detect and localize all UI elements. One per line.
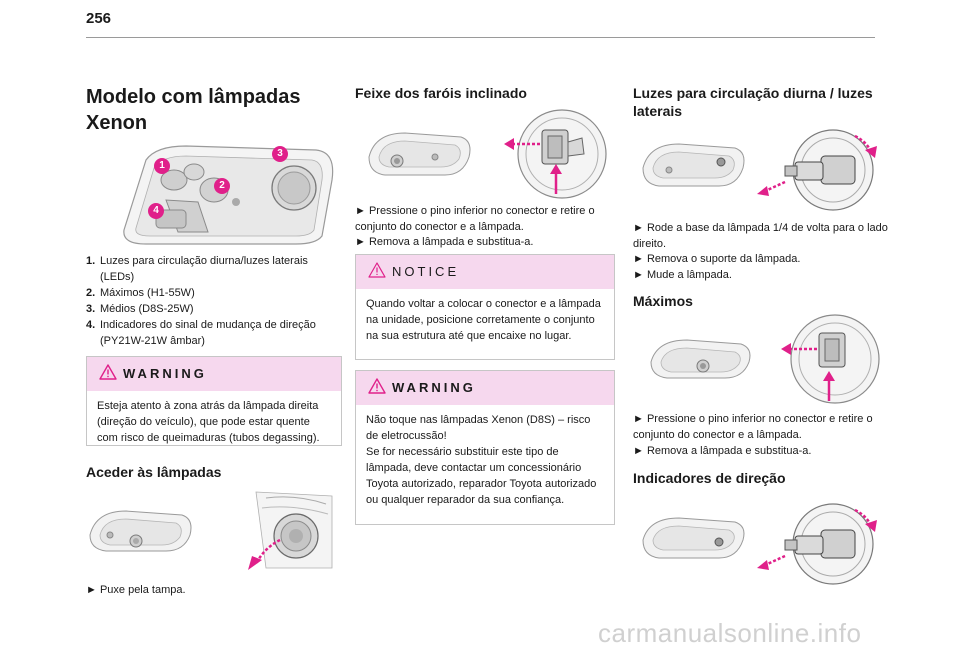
cover-removal-illustration: [248, 491, 333, 570]
list-text: Máximos (H1-55W): [100, 287, 195, 299]
list-text: Luzes para circulação diurna/luzes later…: [100, 255, 308, 283]
list-item: 1. Luzes para circulação diurna/luzes lat…: [86, 253, 342, 285]
notice-text: Quando voltar a colocar o conector e a l…: [366, 298, 601, 342]
list-text: Médios (D8S-25W): [100, 303, 194, 315]
warning-label: WARNING: [123, 366, 207, 381]
headlamp-indicator-illustration: [642, 517, 745, 559]
tilted-beam-title: Feixe dos faróis inclinado: [355, 85, 527, 101]
warning-label: WARNING: [392, 380, 476, 395]
list-number: 4.: [86, 319, 96, 331]
headlamp-high-illustration: [650, 339, 751, 379]
list-number: 2.: [86, 287, 96, 299]
notice-triangle-icon: [368, 262, 386, 278]
title-line-2: Xenon: [86, 112, 148, 134]
watermark-text[interactable]: carmanualsonline.info: [598, 618, 862, 648]
drl-step-3: ► Mude a lâmpada.: [633, 269, 732, 281]
warning-triangle-icon: [368, 378, 386, 394]
warning-box-heat: WARNING Esteja atento à zona atrás da lâ…: [86, 356, 342, 446]
tilted-beam-step-2: ► Remova a lâmpada e substitua-a.: [355, 236, 534, 248]
list-text: Indicadores do sinal de mudança de direç…: [100, 319, 316, 347]
list-item: 2. Máximos (H1-55W): [86, 285, 342, 301]
tilted-beam-step-1: ► Pressione o pino inferior no conector …: [355, 205, 595, 233]
list-number: 3.: [86, 303, 96, 315]
drl-title-line-1: Luzes para circulação diurna / luzes: [633, 85, 873, 101]
warning-text-line-2: Se for necessário substituir este tipo d…: [366, 446, 597, 506]
indicator-bulb-removal-illustration: [757, 503, 877, 585]
list-number: 1.: [86, 255, 96, 267]
list-item: 4. Indicadores do sinal de mudança de dir…: [86, 317, 342, 349]
drl-bulb-removal-illustration: [757, 129, 877, 211]
drl-step-2: ► Remova o suporte da lâmpada.: [633, 253, 801, 265]
drl-title: Luzes para circulação diurna / luzes lat…: [633, 84, 873, 120]
warning-header: WARNING: [87, 357, 341, 391]
notice-header: NOTICE: [356, 255, 614, 289]
list-item: 3. Médios (D8S-25W): [86, 301, 342, 317]
high-beam-step-1: ► Pressione o pino inferior no conector …: [633, 413, 873, 441]
indicator-title: Indicadores de direção: [633, 470, 786, 486]
warning-text-line-1: Não toque nas lâmpadas Xenon (D8S) – ris…: [366, 414, 591, 442]
page-number: 256: [86, 10, 112, 27]
notice-label: NOTICE: [392, 264, 460, 279]
bulb-list: 1. Luzes para circulação diurna/luzes lat…: [86, 253, 342, 349]
headlamp-rear-illustration: [368, 132, 471, 176]
headlamp-drl-illustration: [642, 143, 745, 187]
callout-1: 1: [154, 158, 170, 174]
drl-title-line-2: laterais: [633, 103, 683, 119]
warning-triangle-icon: [99, 364, 117, 380]
callout-3: 3: [272, 146, 288, 162]
high-beam-step-2: ► Remova a lâmpada e substitua-a.: [633, 445, 812, 457]
callout-4: 4: [148, 203, 164, 219]
title-line-1: Modelo com lâmpadas: [86, 86, 301, 108]
connector-removal-illustration: [504, 109, 607, 199]
headlamp-small-illustration: [89, 510, 192, 552]
warning-body: Não toque nas lâmpadas Xenon (D8S) – ris…: [356, 405, 614, 516]
warning-box-xenon: WARNING Não toque nas lâmpadas Xenon (D8…: [355, 370, 615, 525]
callout-2: 2: [214, 178, 230, 194]
high-beam-connector-illustration: [781, 314, 880, 404]
warning-text: Esteja atento à zona atrás da lâmpada di…: [97, 400, 320, 444]
headlamp-panel-illustration: [123, 145, 334, 245]
notice-box: NOTICE Quando voltar a colocar o conecto…: [355, 254, 615, 360]
access-title: Aceder às lâmpadas: [86, 464, 222, 480]
access-step: ► Puxe pela tampa.: [86, 584, 186, 596]
section-title-xenon: Modelo com lâmpadas Xenon: [86, 84, 301, 136]
warning-header: WARNING: [356, 371, 614, 405]
high-beam-title: Máximos: [633, 293, 693, 309]
header-rule: [86, 37, 875, 38]
drl-step-1: ► Rode a base da lâmpada 1/4 de volta pa…: [633, 222, 888, 250]
